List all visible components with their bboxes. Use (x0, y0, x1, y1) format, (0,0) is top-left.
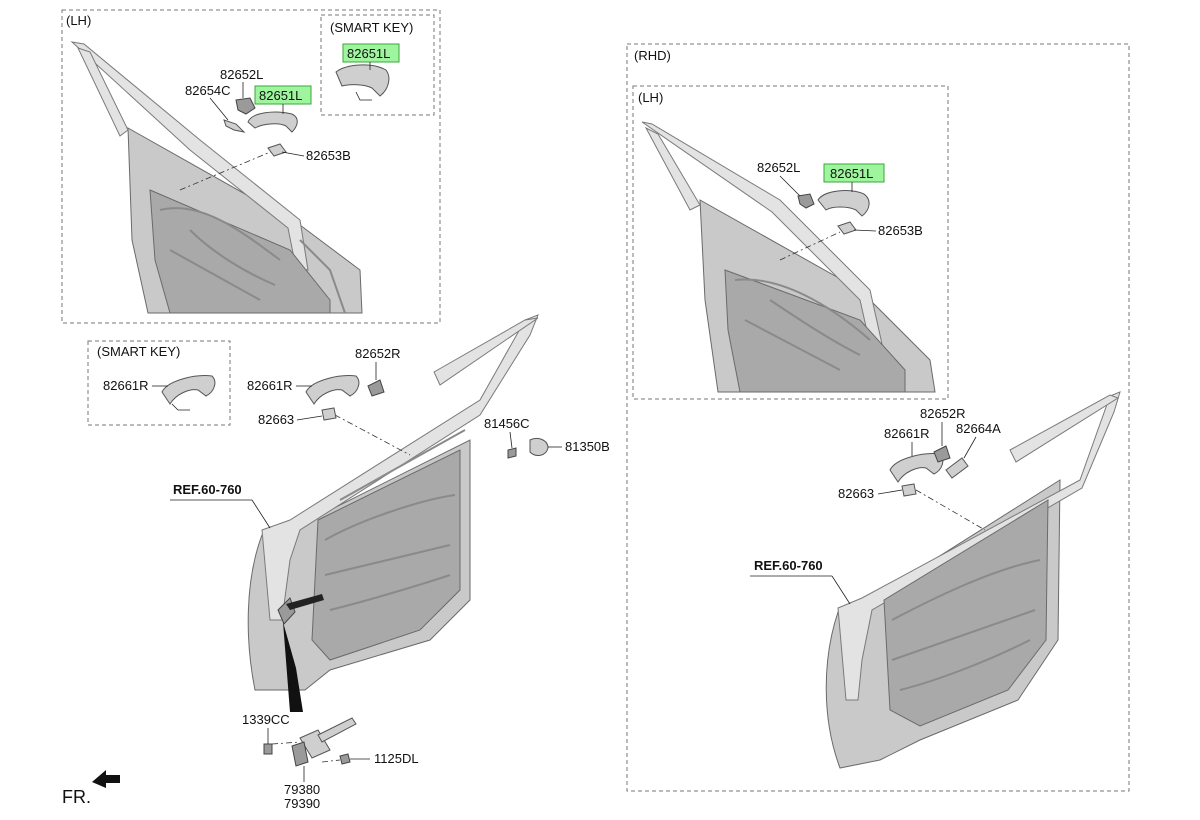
label-82653B-rhd: 82653B (878, 223, 923, 238)
front-arrow-icon (92, 770, 120, 788)
label-82663-rhd: 82663 (838, 486, 874, 501)
door-main-center (247, 314, 539, 712)
label-82663-center: 82663 (258, 412, 294, 427)
highlight-82651L-smartkey (342, 43, 400, 63)
lh-group-box (61, 9, 441, 324)
cover-82652R-center (367, 379, 385, 397)
gasket-82654C (223, 119, 246, 133)
bolt-1125DL (339, 753, 351, 765)
handle-82651L-smartkey (335, 64, 390, 101)
gasket-82653B-rhd (837, 221, 857, 235)
handle-82651L-rhd (817, 190, 870, 217)
checker-79380 (291, 717, 357, 767)
rhd-lh-group-label: (LH) (638, 90, 663, 105)
handle-82661R-smartkey (161, 375, 216, 411)
bolt-1339CC (263, 743, 273, 755)
lh-top-centerline (179, 149, 276, 191)
label-81350B: 81350B (565, 439, 610, 454)
label-82653B-top: 82653B (306, 148, 351, 163)
label-81456C: 81456C (484, 416, 530, 431)
rhd-lh-centerline (779, 231, 841, 261)
label-82652L-top: 82652L (220, 67, 263, 82)
label-82652R-rhd: 82652R (920, 406, 966, 421)
cover-82652L-top (235, 97, 256, 115)
label-82651L-rhd: 82651L (830, 166, 873, 181)
cover-82652R-rhd (933, 445, 951, 463)
label-79390: 79390 (284, 796, 320, 811)
rhd-main-centerline (915, 489, 986, 531)
label-82661R-smartkey: 82661R (103, 378, 149, 393)
label-79380: 79380 (284, 782, 320, 797)
label-1339CC: 1339CC (242, 712, 290, 727)
smart-key-top-box (320, 14, 435, 116)
label-82652L-rhd: 82652L (757, 160, 800, 175)
door-lh-top (70, 41, 363, 314)
label-82661R-rhd: 82661R (884, 426, 930, 441)
door-rhd-main (825, 391, 1121, 769)
gasket-82663-center (321, 407, 337, 421)
handle-82661R-center (305, 375, 360, 405)
cover-82652L-rhd (797, 193, 815, 209)
smart-key-left-label: (SMART KEY) (97, 344, 180, 359)
striker-81350B (529, 437, 549, 456)
label-1125DL: 1125DL (374, 751, 419, 766)
door-rhd-lh (641, 121, 936, 393)
smart-key-top-label: (SMART KEY) (330, 20, 413, 35)
center-centerline (334, 414, 411, 456)
rhd-group-box (626, 43, 1130, 792)
label-82652R-center: 82652R (355, 346, 401, 361)
rhd-lh-group-box (632, 85, 949, 400)
label-82664A: 82664A (956, 421, 1001, 436)
gasket-82653B-top (267, 143, 287, 157)
label-82651L-top: 82651L (259, 88, 302, 103)
handle-82661R-rhd (889, 453, 944, 483)
gasket-82664A (945, 457, 969, 479)
handle-82651L-top (247, 111, 298, 133)
lh-group-label: (LH) (66, 13, 91, 28)
gasket-82663-rhd (901, 483, 917, 497)
direction-label: FR. (62, 787, 91, 807)
highlight-82651L-rhd (823, 163, 885, 183)
rhd-group-label: (RHD) (634, 48, 671, 63)
label-82654C: 82654C (185, 83, 231, 98)
screw-81456C (507, 447, 517, 459)
label-82661R-center: 82661R (247, 378, 293, 393)
label-82651L-smartkey: 82651L (347, 46, 390, 61)
smart-key-left-box (87, 340, 231, 426)
label-ref-rhd: REF.60-760 (754, 558, 823, 573)
label-ref-center: REF.60-760 (173, 482, 242, 497)
